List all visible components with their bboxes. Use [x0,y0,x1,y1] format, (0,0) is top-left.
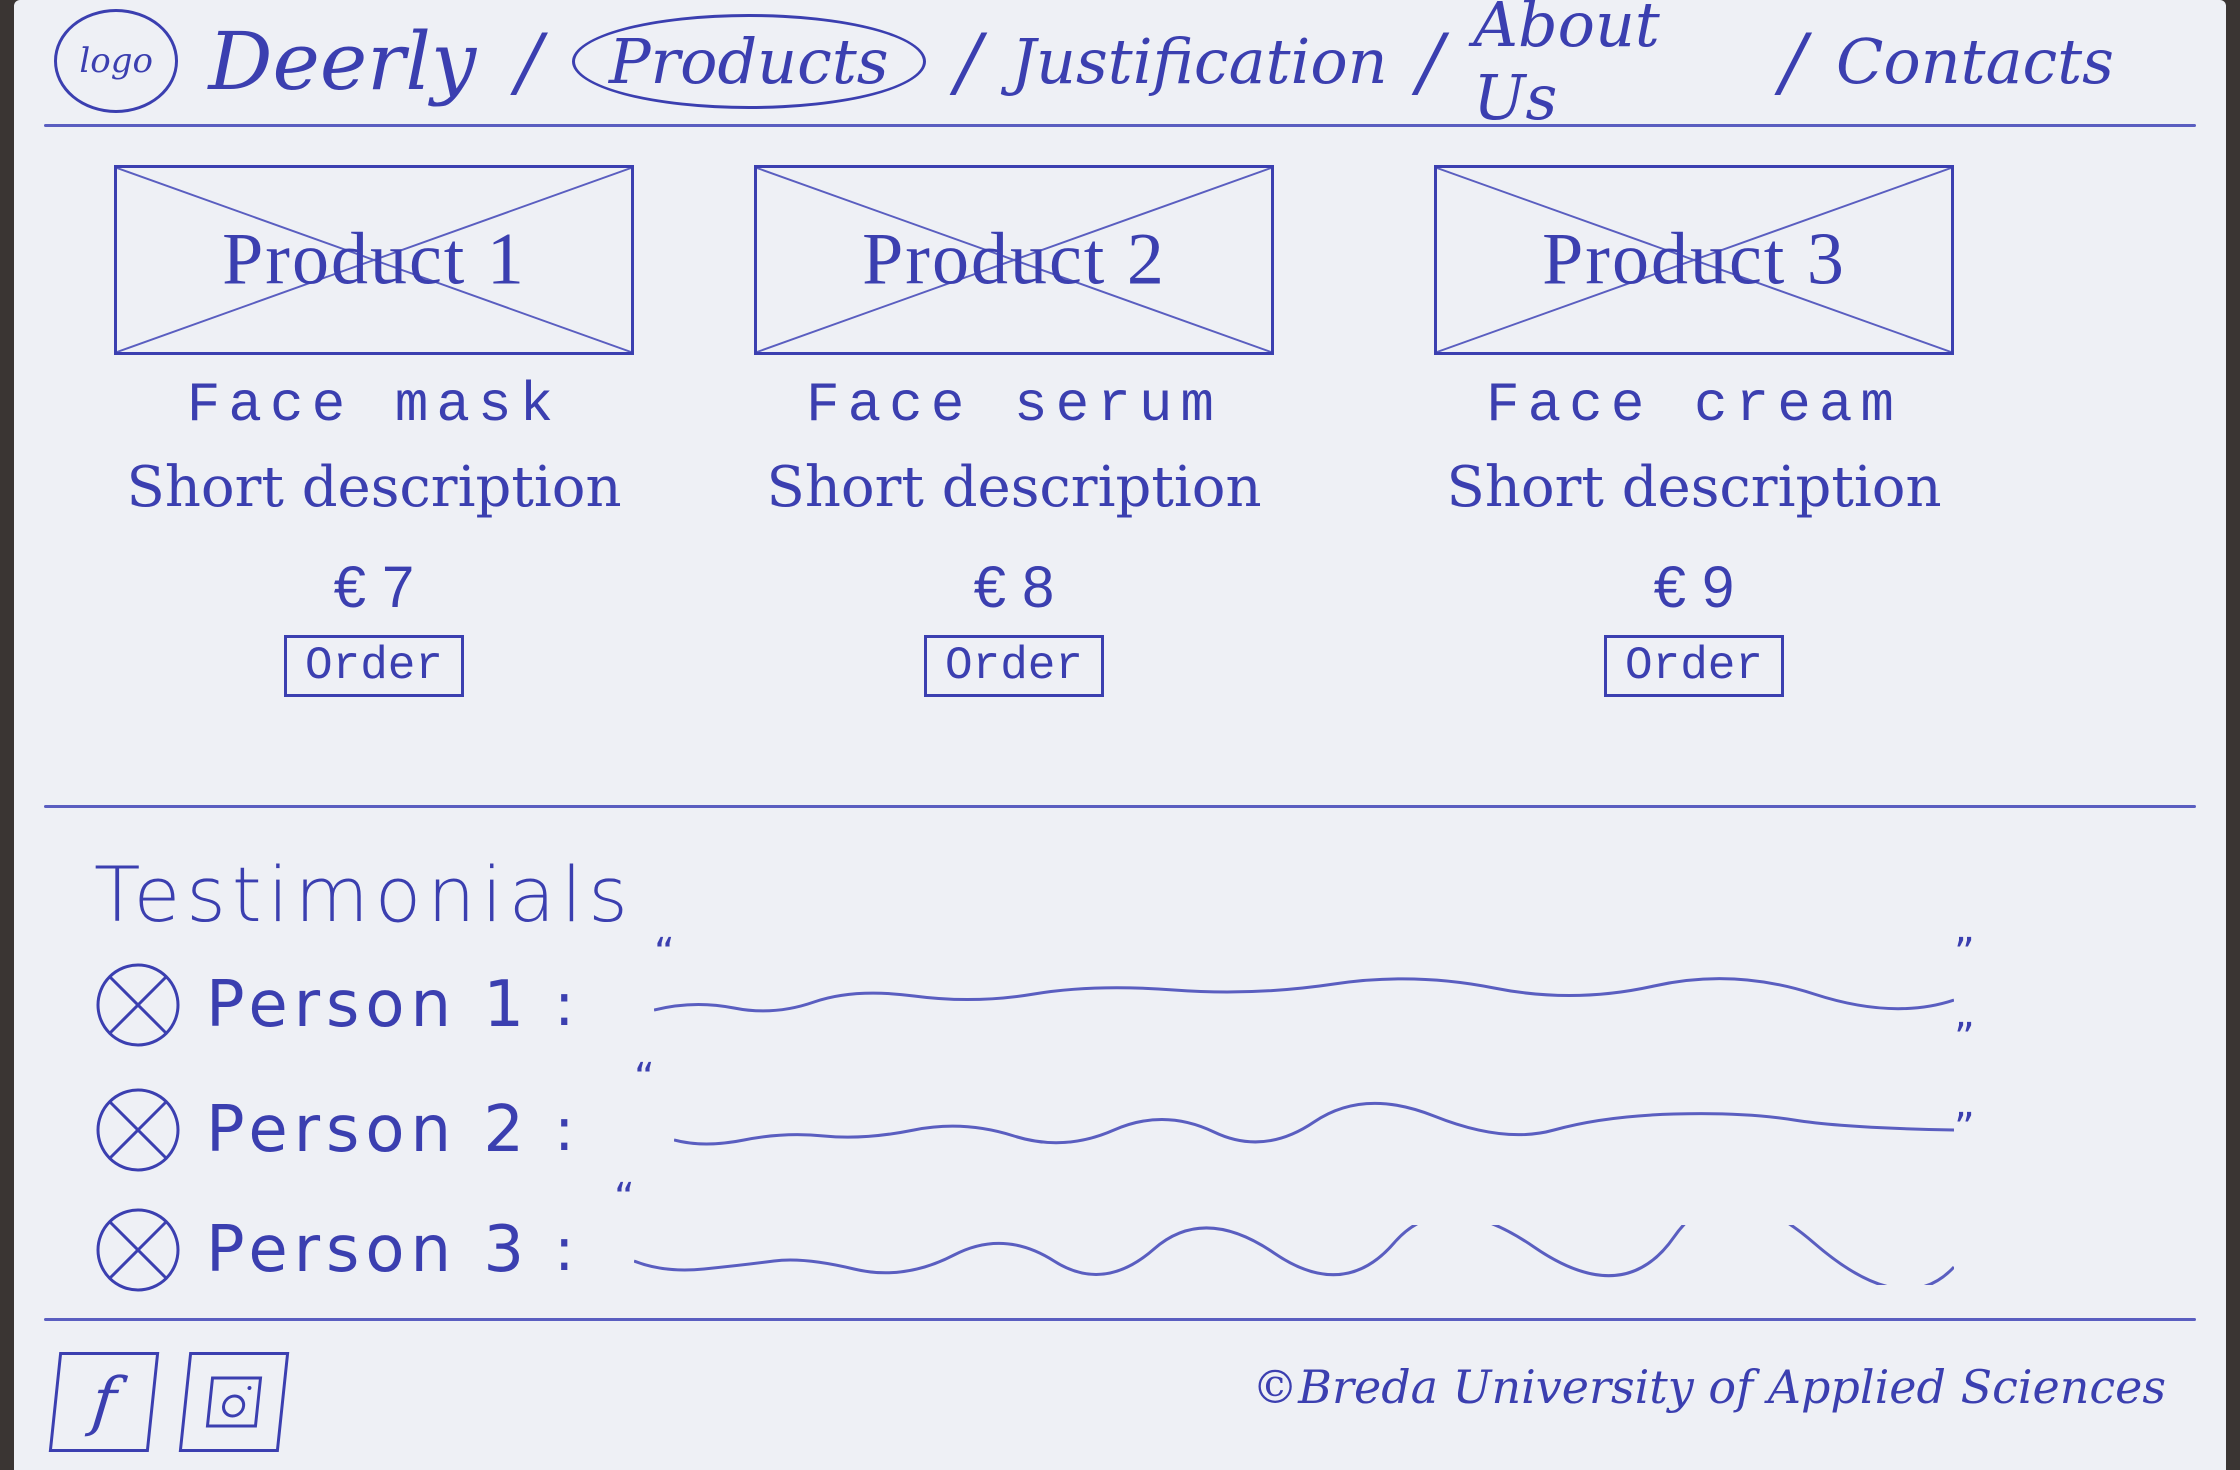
top-nav: logo Deerly / Products / Justification /… [54,0,2114,134]
camera-icon [205,1376,263,1428]
testimonial-person: Person 3 [206,1213,531,1287]
testimonial-quote-squiggle [634,1225,1954,1285]
product-price: € 9 [1653,555,1735,620]
header-divider [44,124,2196,127]
product-description: Short description [1446,455,1942,520]
avatar-placeholder-icon [96,1088,180,1172]
open-quote: “ [614,1175,635,1221]
testimonial-person: Person 1 [206,968,531,1042]
footer: f ©Breda University of Applied Sciences [44,1340,2196,1452]
copyright-text: ©Breda University of Applied Sciences [1252,1360,2166,1414]
product-placeholder-label: Product 3 [1542,218,1846,301]
facebook-glyph: f [88,1365,120,1439]
facebook-icon[interactable]: f [48,1352,160,1452]
testimonial-colon: : [554,1215,575,1285]
product-image-placeholder: Product 3 [1434,165,1954,355]
order-button[interactable]: Order [283,635,465,697]
product-placeholder-label: Product 2 [862,218,1166,301]
image-cross-icon [1437,168,1951,352]
products-section: Product 1 Face mask Short description € … [94,165,2154,785]
nav-separator: / [516,16,542,106]
order-button[interactable]: Order [923,635,1105,697]
wireframe-paper: logo Deerly / Products / Justification /… [14,0,2226,1470]
nav-link-justification[interactable]: Justification [1011,24,1388,98]
testimonial-person: Person 2 [206,1093,531,1167]
order-button[interactable]: Order [1603,635,1785,697]
open-quote: “ [634,1055,655,1101]
instagram-icon[interactable] [178,1352,290,1452]
product-description: Short description [126,455,622,520]
testimonial-colon: : [554,1095,575,1165]
product-card: Product 3 Face cream Short description €… [1414,165,1974,785]
product-price: € 8 [973,555,1055,620]
image-cross-icon [757,168,1271,352]
close-quote: ” [1954,930,1975,976]
close-quote: ” [1954,1015,1975,1061]
nav-separator: / [1780,16,1806,106]
nav-link-contacts[interactable]: Contacts [1835,24,2114,98]
product-name: Face serum [805,373,1223,437]
open-quote: “ [654,930,675,976]
nav-link-products[interactable]: Products [571,13,926,109]
avatar-placeholder-icon [96,963,180,1047]
testimonial-colon: : [554,970,575,1040]
products-divider [44,805,2196,808]
testimonials-section: Testimonials Person 1 : “ ” Person 2 : [94,850,2134,1310]
footer-divider [44,1318,2196,1321]
close-quote: ” [1954,1105,1975,1151]
testimonials-title: Testimonials [94,850,634,939]
testimonial-row: Person 1 : “ ” [94,930,2134,1060]
testimonial-quote-squiggle [674,1101,1954,1146]
product-price: € 7 [333,555,415,620]
testimonial-row: Person 2 : “ ” [94,1015,2134,1185]
nav-separator: / [1417,16,1444,106]
product-placeholder-label: Product 1 [222,218,526,301]
product-card: Product 2 Face serum Short description €… [734,165,1294,785]
product-card: Product 1 Face mask Short description € … [94,165,654,785]
brand-name[interactable]: Deerly [208,14,477,108]
testimonial-quote-squiggle [654,977,1954,1013]
product-image-placeholder: Product 1 [114,165,634,355]
product-name: Face mask [186,373,562,437]
nav-link-about-us[interactable]: About Us [1473,0,1660,134]
testimonial-row: Person 3 : “ ” [94,1105,2134,1305]
product-name: Face cream [1485,373,1903,437]
product-description: Short description [766,455,1262,520]
logo-placeholder[interactable]: logo [54,9,179,113]
image-cross-icon [117,168,631,352]
nav-separator: / [955,16,982,106]
avatar-placeholder-icon [96,1208,180,1292]
product-image-placeholder: Product 2 [754,165,1274,355]
